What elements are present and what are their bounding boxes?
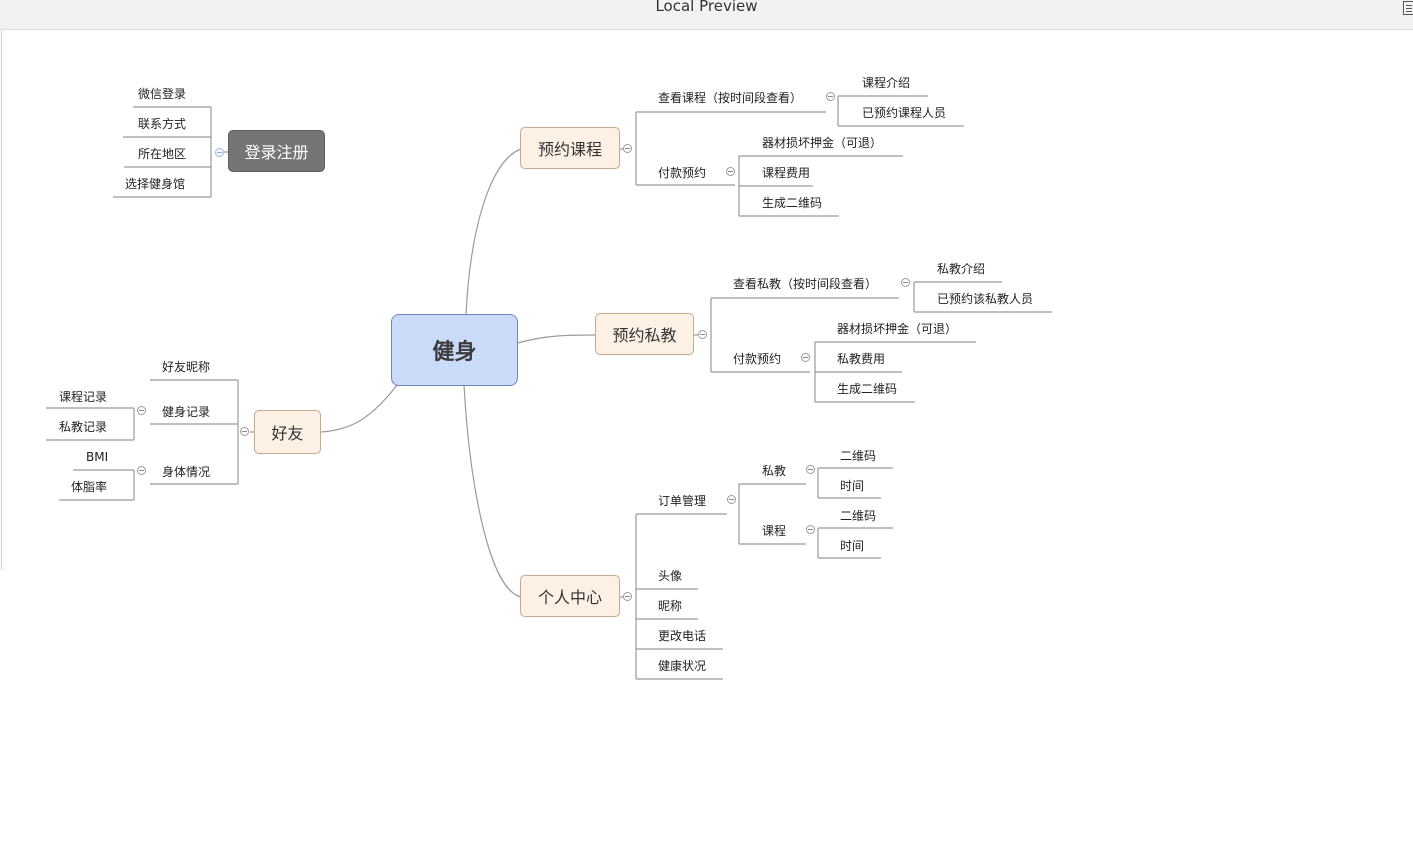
minus-circle-icon[interactable] (698, 330, 707, 339)
friend-bmi[interactable]: BMI (86, 450, 109, 464)
friend-course-records[interactable]: 课程记录 (59, 390, 108, 404)
course-pay[interactable]: 付款预约 (658, 166, 707, 180)
friend-nickname[interactable]: 好友昵称 (162, 360, 211, 374)
login-item-contact[interactable]: 联系方式 (138, 117, 187, 131)
coach-deposit[interactable]: 器材损坏押金（可退） (837, 322, 958, 336)
login-item-wechat[interactable]: 微信登录 (138, 87, 187, 101)
minus-circle-icon[interactable] (137, 466, 146, 475)
minus-circle-icon[interactable] (623, 144, 632, 153)
profile-health-status[interactable]: 健康状况 (658, 659, 707, 673)
course-node[interactable]: 预约课程 (520, 127, 620, 169)
coach-qrcode[interactable]: 生成二维码 (837, 382, 898, 396)
friend-fitness-records[interactable]: 健身记录 (162, 405, 211, 419)
course-view[interactable]: 查看课程（按时间段查看） (658, 91, 803, 105)
title-bar: Local Preview (0, 0, 1413, 30)
coach-pay[interactable]: 付款预约 (733, 352, 782, 366)
friend-body-status[interactable]: 身体情况 (162, 465, 211, 479)
minus-circle-icon[interactable] (901, 278, 910, 287)
friend-body-fat[interactable]: 体脂率 (71, 480, 108, 494)
coach-node[interactable]: 预约私教 (595, 313, 694, 355)
order-course[interactable]: 课程 (762, 524, 787, 538)
root-node[interactable]: 健身 (391, 314, 518, 386)
canvas-edge (1, 30, 2, 570)
minus-circle-icon[interactable] (727, 495, 736, 504)
minus-circle-icon[interactable] (240, 427, 249, 436)
menu-lines-icon[interactable] (1403, 1, 1413, 15)
login-item-region[interactable]: 所在地区 (138, 147, 187, 161)
order-course-qrcode[interactable]: 二维码 (840, 509, 877, 523)
course-fee[interactable]: 课程费用 (762, 166, 811, 180)
coach-view[interactable]: 查看私教（按时间段查看） (733, 277, 878, 291)
coach-fee[interactable]: 私教费用 (837, 352, 886, 366)
course-deposit[interactable]: 器材损坏押金（可退） (762, 136, 883, 150)
personal-center-node[interactable]: 个人中心 (520, 575, 620, 617)
order-coach[interactable]: 私教 (762, 464, 787, 478)
minus-circle-icon[interactable] (137, 406, 146, 415)
window-title: Local Preview (655, 0, 758, 15)
course-intro[interactable]: 课程介绍 (862, 76, 911, 90)
order-course-time[interactable]: 时间 (840, 539, 865, 553)
coach-intro[interactable]: 私教介绍 (937, 262, 986, 276)
minus-circle-icon[interactable] (623, 592, 632, 601)
profile-change-phone[interactable]: 更改电话 (658, 629, 707, 643)
login-node[interactable]: 登录注册 (228, 130, 325, 172)
login-item-gym[interactable]: 选择健身馆 (125, 177, 186, 191)
coach-booked-people[interactable]: 已预约该私教人员 (937, 292, 1034, 306)
order-management[interactable]: 订单管理 (658, 494, 707, 508)
course-booked-people[interactable]: 已预约课程人员 (862, 106, 947, 120)
order-coach-qrcode[interactable]: 二维码 (840, 449, 877, 463)
minus-circle-icon[interactable] (806, 465, 815, 474)
minus-circle-icon[interactable] (806, 525, 815, 534)
profile-avatar[interactable]: 头像 (658, 569, 683, 583)
minus-circle-icon[interactable] (726, 167, 735, 176)
course-qrcode[interactable]: 生成二维码 (762, 196, 823, 210)
friends-node[interactable]: 好友 (254, 410, 321, 454)
minus-circle-icon[interactable] (826, 92, 835, 101)
minus-circle-icon[interactable] (215, 148, 224, 157)
order-coach-time[interactable]: 时间 (840, 479, 865, 493)
friend-coach-records[interactable]: 私教记录 (59, 420, 108, 434)
profile-nickname[interactable]: 昵称 (658, 599, 683, 613)
mindmap-connectors (46, 95, 1052, 680)
minus-circle-icon[interactable] (801, 353, 810, 362)
mindmap-canvas: 健身 登录注册 微信登录 联系方式 所在地区 选择健身馆 预约课程 查看课程（按… (0, 30, 1413, 855)
